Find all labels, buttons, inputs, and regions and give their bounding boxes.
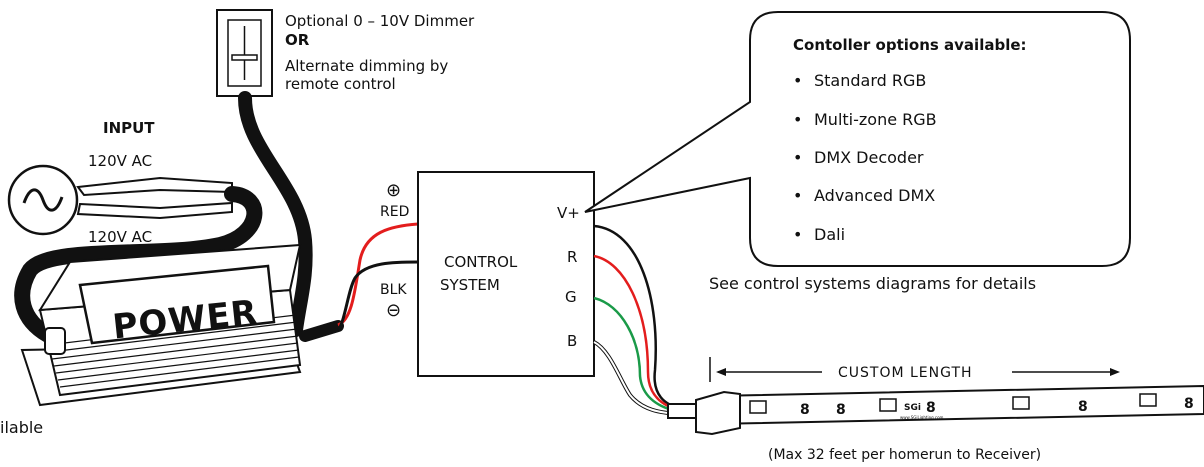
blk-label: BLK <box>380 282 407 298</box>
resistor-mark: 8 <box>1184 396 1194 412</box>
dimmer-cable <box>238 91 313 337</box>
fin <box>55 342 299 374</box>
strip-connector <box>695 390 741 436</box>
black-wire <box>336 260 419 331</box>
partial-left-text: ilable <box>0 418 43 437</box>
psu-output-cable <box>299 320 344 342</box>
input-cable <box>14 186 263 343</box>
psu-label-plate <box>78 264 276 345</box>
fin <box>53 335 299 367</box>
power-supply <box>20 243 302 407</box>
sine-wave-icon <box>22 188 64 212</box>
callout-item-dmx-decoder: DMX Decoder <box>814 148 924 167</box>
callout-bullet: • <box>793 186 802 205</box>
max-length-note: (Max 32 feet per homerun to Receiver) <box>768 447 1041 463</box>
control-box <box>417 171 595 377</box>
positive-symbol: ⊕ <box>386 180 401 201</box>
fin <box>59 356 300 388</box>
arrowhead-left <box>716 368 726 376</box>
fin <box>57 349 300 381</box>
dimmer-label-or: OR <box>285 31 310 49</box>
terminal-vplus: V+ <box>557 204 580 222</box>
callout-item-multizone-rgb: Multi-zone RGB <box>814 110 937 129</box>
dimmer-label-3: Alternate dimming by <box>285 57 448 75</box>
r-wire <box>593 254 681 412</box>
dimmer-label-4: remote control <box>285 75 396 93</box>
callout-item-dali: Dali <box>814 225 845 244</box>
red-wire <box>337 222 419 327</box>
led-strip: 8 8 SGi 8 www.SGiLighting.com 8 8 <box>667 384 1204 436</box>
psu-mount-tab <box>44 327 66 355</box>
fin <box>49 321 298 353</box>
led-chip <box>879 398 897 412</box>
negative-symbol: ⊖ <box>386 300 401 321</box>
callout-bullet: • <box>793 148 802 167</box>
g-wire <box>593 296 681 414</box>
strip-website: www.SGiLighting.com <box>900 415 944 420</box>
input-voltage-top: 120V AC <box>88 152 152 170</box>
input-title: INPUT <box>103 119 155 137</box>
terminal-g: G <box>565 288 577 306</box>
plug-prong-top <box>76 176 233 197</box>
terminal-b: B <box>567 332 577 350</box>
b-wire <box>593 341 681 415</box>
callout-item-standard-rgb: Standard RGB <box>814 71 926 90</box>
strip-body <box>711 384 1204 426</box>
resistor-mark: 8 <box>1078 399 1088 415</box>
callout-bullet: • <box>793 71 802 90</box>
resistor-mark: 8 <box>800 402 810 418</box>
callout-bullet: • <box>793 110 802 129</box>
control-label-2: SYSTEM <box>440 276 500 294</box>
resistor-mark: 8 <box>836 402 846 418</box>
arrowhead-right <box>1110 368 1120 376</box>
dimmer-unit <box>216 9 273 97</box>
plug-prong-bottom <box>76 201 233 220</box>
input-voltage-bottom: 120V AC <box>88 228 152 246</box>
dimmer-label-1: Optional 0 – 10V Dimmer <box>285 12 475 30</box>
callout-item-advanced-dmx: Advanced DMX <box>814 186 935 205</box>
led-chip <box>1139 393 1157 407</box>
custom-length-label: CUSTOM LENGTH <box>838 365 973 381</box>
callout-title: Contoller options available: <box>793 36 1027 54</box>
control-label-1: CONTROL <box>444 253 518 271</box>
callout-bubble <box>584 11 1131 267</box>
red-label: RED <box>380 204 409 220</box>
callout-bullet: • <box>793 225 802 244</box>
dimmer-knob <box>231 54 258 61</box>
resistor-mark: 8 <box>926 400 936 416</box>
strip-logo: SGi <box>904 403 921 413</box>
led-chip <box>749 400 767 414</box>
vplus-wire <box>593 224 681 410</box>
see-diagrams-note: See control systems diagrams for details <box>709 274 1036 293</box>
led-chip <box>1012 396 1030 410</box>
ac-plug <box>7 164 233 236</box>
fin <box>51 328 298 360</box>
terminal-r: R <box>567 248 577 266</box>
